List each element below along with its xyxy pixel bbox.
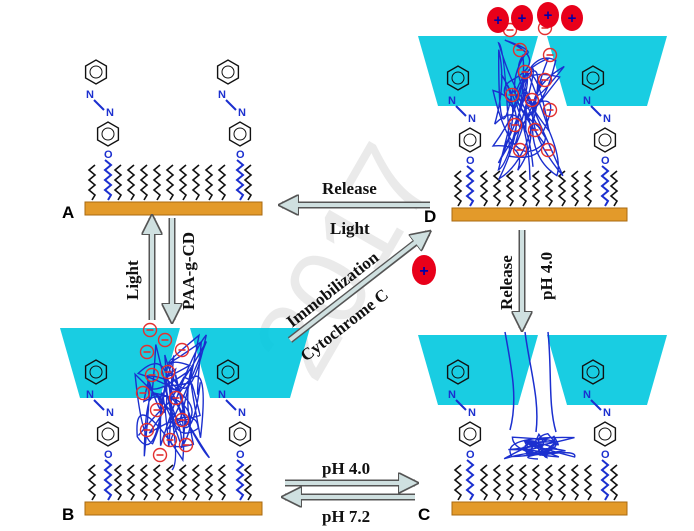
alkyl-chain xyxy=(455,465,461,500)
alkyl-chain xyxy=(128,165,134,200)
svg-text:N: N xyxy=(86,389,94,401)
alkyl-chain xyxy=(481,171,487,206)
alkyl-chain xyxy=(167,465,173,500)
svg-text:O: O xyxy=(236,449,245,461)
light-label-top: Light xyxy=(330,219,370,238)
panel-label-b: B xyxy=(62,505,74,524)
svg-text:N: N xyxy=(448,95,456,107)
release-label-top: Release xyxy=(322,179,377,198)
alkyl-chain xyxy=(154,165,160,200)
panel-label-c: C xyxy=(418,505,430,524)
alkyl-chain xyxy=(141,465,147,500)
ph-label-top: pH 4.0 xyxy=(322,459,370,478)
alkyl-chain xyxy=(507,171,513,206)
cyclodextrin-ring xyxy=(547,335,667,405)
alkyl-chain xyxy=(180,465,186,500)
svg-text:O: O xyxy=(104,449,113,461)
alkyl-chain xyxy=(219,465,225,500)
panel-label-d: D xyxy=(424,207,436,226)
svg-text:N: N xyxy=(603,407,611,419)
alkyl-chain xyxy=(167,165,173,200)
svg-text:O: O xyxy=(466,449,475,461)
gold-substrate xyxy=(85,502,262,515)
alkyl-chain xyxy=(180,165,186,200)
svg-text:N: N xyxy=(238,107,246,119)
alkyl-chain xyxy=(206,465,212,500)
svg-text:N: N xyxy=(583,95,591,107)
alkyl-chain xyxy=(546,171,552,206)
alkyl-chain xyxy=(494,171,500,206)
light-label-left: Light xyxy=(123,260,142,300)
svg-text:N: N xyxy=(468,113,476,125)
alkyl-chain xyxy=(559,171,565,206)
alkyl-chain xyxy=(507,465,513,500)
alkyl-chain xyxy=(533,465,539,500)
svg-text:N: N xyxy=(106,107,114,119)
alkyl-chain xyxy=(141,165,147,200)
svg-text:N: N xyxy=(218,389,226,401)
svg-text:O: O xyxy=(236,149,245,161)
alkyl-chain xyxy=(219,165,225,200)
alkyl-chain xyxy=(520,171,526,206)
svg-text:+: + xyxy=(568,10,577,27)
svg-text:+: + xyxy=(518,10,527,27)
alkyl-chain xyxy=(585,465,591,500)
alkyl-chain xyxy=(193,465,199,500)
alkyl-chain xyxy=(89,165,95,200)
svg-text:O: O xyxy=(601,155,610,167)
svg-text:N: N xyxy=(603,113,611,125)
svg-text:N: N xyxy=(583,389,591,401)
alkyl-chain xyxy=(572,465,578,500)
polymer-coil xyxy=(504,434,575,459)
alkyl-chain xyxy=(559,465,565,500)
alkyl-chain xyxy=(611,171,617,206)
alkyl-chain xyxy=(128,465,134,500)
svg-text:O: O xyxy=(104,149,113,161)
svg-text:N: N xyxy=(448,389,456,401)
alkyl-chain xyxy=(193,165,199,200)
alkyl-chain xyxy=(585,171,591,206)
release-label-right: Release xyxy=(497,255,516,310)
svg-text:N: N xyxy=(468,407,476,419)
svg-text:N: N xyxy=(218,89,226,101)
svg-text:N: N xyxy=(238,407,246,419)
alkyl-chain xyxy=(245,465,251,500)
cyclodextrin-ring xyxy=(547,36,667,106)
alkyl-chain xyxy=(245,165,251,200)
svg-text:N: N xyxy=(86,89,94,101)
alkyl-chain xyxy=(481,465,487,500)
paa-label: PAA-g-CD xyxy=(179,232,198,310)
alkyl-chain xyxy=(572,171,578,206)
alkyl-chain xyxy=(611,465,617,500)
alkyl-chain xyxy=(115,165,121,200)
alkyl-chain xyxy=(89,465,95,500)
svg-text:+: + xyxy=(494,12,503,29)
gold-substrate xyxy=(452,502,627,515)
alkyl-chain xyxy=(115,465,121,500)
alkyl-chain xyxy=(546,465,552,500)
alkyl-chain xyxy=(494,465,500,500)
ph-label-right: pH 4.0 xyxy=(537,252,556,300)
alkyl-chain xyxy=(520,465,526,500)
svg-text:+: + xyxy=(419,263,428,280)
svg-text:+: + xyxy=(544,7,553,24)
panel-label-a: A xyxy=(62,203,74,222)
alkyl-chain xyxy=(533,171,539,206)
svg-text:N: N xyxy=(106,407,114,419)
gold-substrate xyxy=(452,208,627,221)
alkyl-chain xyxy=(206,165,212,200)
cation-icon: + xyxy=(412,255,436,285)
gold-substrate xyxy=(85,202,262,215)
ph-label-bottom: pH 7.2 xyxy=(322,507,370,526)
svg-text:O: O xyxy=(601,449,610,461)
svg-text:O: O xyxy=(466,155,475,167)
cyclodextrin-ring xyxy=(418,335,538,405)
alkyl-chain xyxy=(154,465,160,500)
